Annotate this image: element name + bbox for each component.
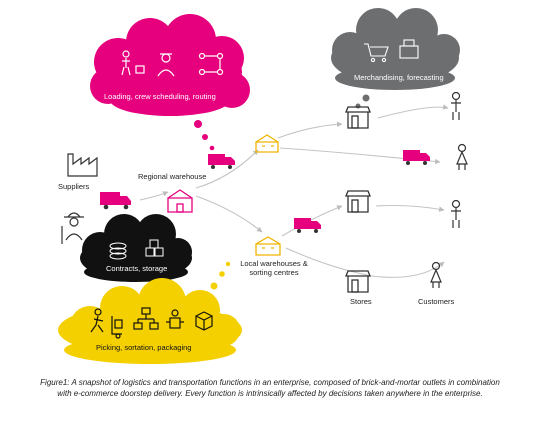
truck-upper-route (403, 150, 430, 165)
regional-warehouse-icon (167, 189, 193, 213)
pink-cloud-label: Loading, crew scheduling, routing (104, 92, 216, 101)
arrow-supplier-to-regional (139, 191, 169, 201)
factory-icon (67, 153, 98, 177)
arrow-regional-to-local (195, 195, 263, 233)
arrow-store-to-customer-top (377, 104, 449, 119)
gray-cloud (331, 8, 460, 109)
customers-label: Customers (418, 297, 455, 306)
customer-woman-mid (456, 143, 468, 170)
suppliers-label: Suppliers (58, 182, 90, 191)
running-worker-icon (90, 308, 104, 333)
truck-local (294, 218, 321, 233)
store-icon-top (345, 106, 371, 129)
hand-truck-icon (111, 316, 123, 339)
stacked-boxes-icon (145, 239, 164, 257)
arrow-store-to-customer-mid (375, 204, 445, 212)
sorting-flow-icon (133, 307, 159, 330)
package-icon (195, 311, 213, 331)
black-cloud (80, 214, 192, 282)
pink-cloud-icons (121, 50, 224, 77)
flow-arrows (139, 104, 449, 278)
figure-caption: Figure1: A snapshot of logistics and tra… (40, 378, 500, 398)
shopping-cart-icon (364, 43, 389, 63)
farmer-icon (61, 212, 84, 244)
customer-man-top (451, 91, 461, 120)
arrow-upper-to-store (277, 121, 343, 139)
local-warehouse-icon (255, 236, 281, 256)
truck-regional (208, 154, 235, 169)
worker-loading-icon (121, 50, 131, 76)
driver-icon (157, 53, 175, 77)
yellow-cloud-icons (90, 307, 213, 339)
local-warehouses-label-line1: Local warehouses & (240, 259, 308, 268)
store-icon-middle (345, 190, 371, 213)
black-cloud-icons (109, 239, 164, 260)
store-icon-bottom (345, 270, 371, 293)
stores-label: Stores (350, 297, 372, 306)
pink-cloud (90, 14, 250, 151)
box-icon (135, 65, 145, 74)
upper-warehouse-icon (255, 134, 279, 153)
cash-register-icon (399, 39, 419, 59)
local-warehouses-label: Local warehouses & sorting centres (236, 259, 312, 277)
route-icon (198, 52, 224, 76)
local-warehouses-label-line2: sorting centres (249, 268, 299, 277)
customer-man-mid (451, 199, 461, 228)
yellow-cloud-label: Picking, sortation, packaging (96, 343, 192, 352)
truck-supplier (100, 192, 131, 210)
coins-icon (109, 242, 127, 260)
customer-woman-bottom (430, 261, 442, 288)
regional-warehouse-label: Regional warehouse (138, 172, 207, 181)
robot-arm-icon (166, 309, 184, 329)
arrow-local-to-customer-low (285, 247, 445, 278)
arrow-local-to-store (281, 205, 343, 237)
black-cloud-label: Contracts, storage (106, 264, 168, 273)
gray-cloud-icons (364, 39, 419, 63)
arrow-regional-to-upper (195, 149, 259, 189)
gray-cloud-label: Merchandising, forecasting (354, 73, 444, 82)
